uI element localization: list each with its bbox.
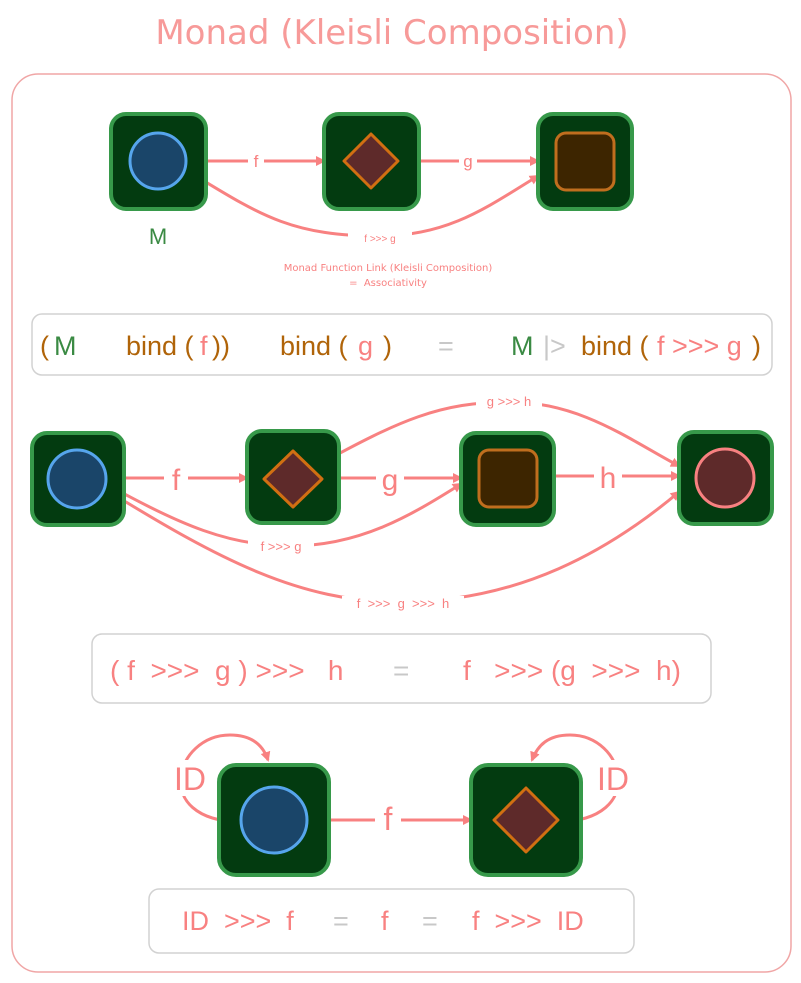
node-g-result — [536, 112, 634, 211]
label-id-right: ID — [597, 761, 629, 797]
node-f-result — [245, 429, 341, 525]
label-h: h — [600, 462, 617, 495]
loop-id-right — [530, 733, 620, 824]
circle-shape — [46, 448, 108, 510]
arrow-f-then-g-then-h — [107, 489, 681, 604]
loop-id-left — [179, 733, 271, 824]
label-m: M — [149, 224, 167, 249]
diamond-shape — [342, 132, 400, 190]
node-h-result — [677, 430, 774, 526]
square-shape — [554, 131, 616, 192]
node-start — [30, 431, 126, 527]
label-f: f — [172, 464, 181, 497]
node-start — [217, 763, 331, 877]
formula1-g: g — [358, 331, 373, 361]
label-f-then-g: f >>> g — [364, 234, 395, 245]
formula1-bind-1: bind ( — [126, 331, 194, 361]
page-title: Monad (Kleisli Composition) — [155, 13, 628, 53]
formula1-f: f — [200, 331, 208, 361]
formula1-open: ( — [40, 331, 49, 361]
formula1-equals: = — [438, 331, 454, 361]
formula2-left: ( f >>> g ) >>> h — [110, 655, 343, 686]
formula-box-3 — [148, 888, 635, 954]
formula1-pipe: |> — [543, 331, 566, 361]
diamond-shape — [262, 449, 324, 509]
formula1-f-then-g: f >>> g — [657, 331, 742, 361]
formula3-f-then-id: f >>> ID — [472, 906, 584, 936]
formula1-m2: M — [511, 331, 534, 361]
section-associativity: f g h g >>> h f >>> g f >>> g >>> h ( f … — [30, 394, 774, 704]
note-line-2: = Associativity — [349, 278, 427, 289]
section-identity: ID ID f ID >>> f = f = f >>> ID — [148, 733, 635, 954]
node-g-result — [459, 431, 556, 527]
formula3-f: f — [381, 906, 389, 936]
node-m — [109, 112, 208, 211]
formula1-close-2: ) — [383, 331, 392, 361]
formula3-id-then-f: ID >>> f — [182, 906, 294, 936]
node-f-result — [322, 112, 421, 211]
label-f: f — [254, 152, 259, 171]
label-f-then-g: f >>> g — [261, 539, 302, 554]
node-f-result — [469, 763, 583, 877]
formula-box-2 — [91, 633, 712, 704]
outer-frame — [11, 73, 792, 973]
formula3-equals-1: = — [333, 906, 349, 936]
label-f: f — [384, 801, 393, 837]
label-g: g — [382, 464, 399, 497]
section-bind-composition: f g f >>> g M Monad Function Link (Kleis… — [31, 112, 773, 376]
formula2-right: f >>> (g >>> h) — [463, 655, 681, 686]
label-f-then-g-then-h: f >>> g >>> h — [357, 596, 450, 611]
circle-shape — [239, 785, 309, 855]
formula-box-1 — [31, 313, 773, 376]
formula1-close-1: )) — [212, 331, 230, 361]
diamond-shape — [492, 786, 560, 854]
label-g-then-h: g >>> h — [487, 394, 531, 409]
label-g: g — [463, 152, 472, 171]
formula1-bind-2: bind ( — [280, 331, 348, 361]
label-id-left: ID — [174, 761, 206, 797]
formula1-m: M — [54, 331, 77, 361]
formula2-equals: = — [393, 655, 409, 686]
square-shape — [477, 448, 539, 509]
formula1-close-3: ) — [752, 331, 761, 361]
note-line-1: Monad Function Link (Kleisli Composition… — [284, 263, 493, 274]
circle-shape — [128, 131, 188, 191]
formula3-equals-2: = — [422, 906, 438, 936]
circle-red-shape — [694, 447, 756, 509]
formula1-bind-3: bind ( — [581, 331, 649, 361]
